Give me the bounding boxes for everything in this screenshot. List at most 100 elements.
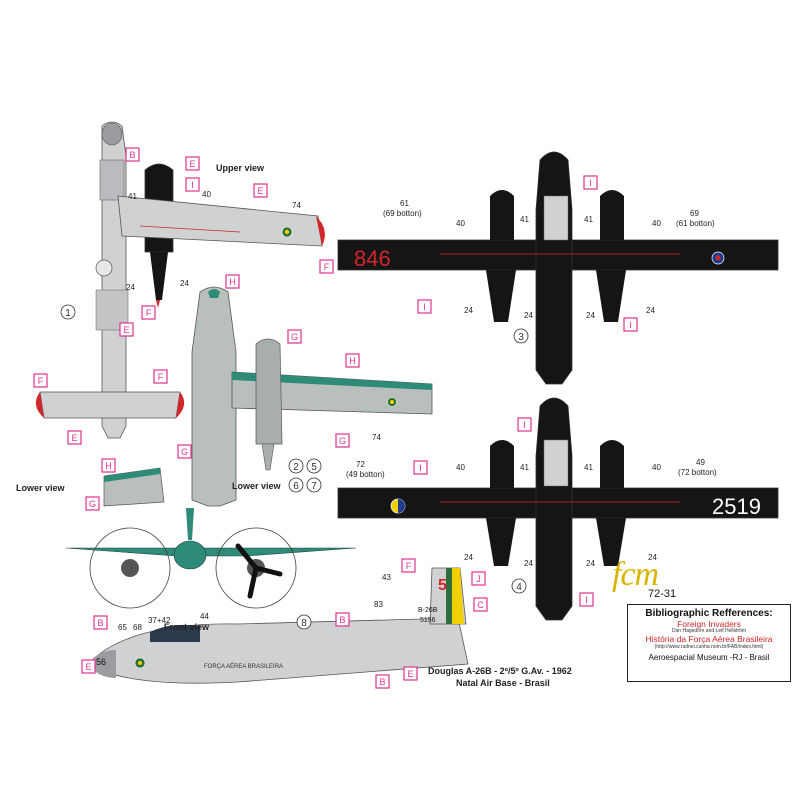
svg-text:B: B xyxy=(129,150,135,160)
svg-text:F: F xyxy=(406,561,412,571)
svg-text:H: H xyxy=(229,277,236,287)
callout-61: 61 xyxy=(400,199,409,208)
bibliography-title: Bibliographic Refferences: xyxy=(645,608,773,619)
tag-h-2: H xyxy=(345,353,360,368)
callout-24-f: 24 xyxy=(646,306,655,315)
view-number-7: 7 xyxy=(306,477,322,493)
svg-text:E: E xyxy=(407,669,413,679)
svg-text:H: H xyxy=(349,356,356,366)
tag-e-1: E xyxy=(185,156,200,171)
tag-e-4: E xyxy=(67,430,82,445)
svg-text:7: 7 xyxy=(311,481,317,492)
bibliography-box: Bibliographic Refferences: Foreign Invad… xyxy=(627,604,791,682)
svg-text:I: I xyxy=(191,180,194,190)
callout-69-sub: (61 botton) xyxy=(676,219,715,228)
upper-view-label: Upper view xyxy=(216,163,265,173)
view-number-8: 8 xyxy=(296,614,312,630)
serial-marking-lower: 2519 xyxy=(712,494,761,519)
svg-text:5: 5 xyxy=(311,462,317,473)
serial-marking-top: 846 xyxy=(354,246,391,271)
callout-24-h: 24 xyxy=(524,559,533,568)
svg-text:I: I xyxy=(419,463,422,473)
svg-text:I: I xyxy=(423,302,426,312)
lower-view-label-1: Lower view xyxy=(16,483,66,493)
view-number-5: 5 xyxy=(306,458,322,474)
callout-61-sub: (69 botton) xyxy=(383,209,422,218)
aircraft-view-4 xyxy=(337,397,779,621)
svg-text:I: I xyxy=(585,595,588,605)
tag-g-1: G xyxy=(287,329,302,344)
aircraft-view-front xyxy=(65,508,357,609)
view-number-6: 6 xyxy=(288,477,304,493)
tag-b-4: B xyxy=(375,674,390,689)
bibliography-ref-1-authors: Dan Hagedorn and Leif Hellström xyxy=(671,628,747,635)
callout-49-sub: (72 botton) xyxy=(678,468,717,477)
nose-number: 56 xyxy=(96,657,106,667)
callout-72: 72 xyxy=(356,460,365,469)
view-number-1: 1 xyxy=(60,304,76,320)
view-number-3: 3 xyxy=(513,328,529,344)
tail-digit: 5 xyxy=(438,577,447,594)
svg-text:E: E xyxy=(85,662,91,672)
svg-text:F: F xyxy=(158,372,164,382)
kit-code: 72-31 xyxy=(648,588,677,600)
tag-b-3: B xyxy=(335,612,350,627)
callout-40-d: 40 xyxy=(456,463,465,472)
tag-e-3: E xyxy=(119,322,134,337)
tag-i-1: I xyxy=(185,177,200,192)
tag-i-3: I xyxy=(417,299,432,314)
svg-text:C: C xyxy=(477,600,484,610)
callout-41-a: 41 xyxy=(128,192,137,201)
callout-24-j: 24 xyxy=(648,553,657,562)
tag-e-2: E xyxy=(253,183,268,198)
front-view-label: Front view xyxy=(164,622,210,632)
callout-24-d: 24 xyxy=(524,311,533,320)
aircraft-view-lower-tail xyxy=(103,467,165,507)
callout-40-c: 40 xyxy=(652,219,661,228)
callout-24-i: 24 xyxy=(586,559,595,568)
svg-text:H: H xyxy=(105,461,112,471)
tag-f-1: F xyxy=(319,259,334,274)
callout-83: 83 xyxy=(374,600,383,609)
svg-text:E: E xyxy=(71,433,77,443)
tag-c-1: C xyxy=(473,597,488,612)
tail-serial: 5156 xyxy=(420,617,436,624)
callout-24-b: 24 xyxy=(180,279,189,288)
tag-i-4: I xyxy=(623,317,638,332)
svg-text:E: E xyxy=(123,325,129,335)
tag-h-3: H xyxy=(101,458,116,473)
callout-49: 49 xyxy=(696,458,705,467)
aircraft-view-1 xyxy=(35,121,325,439)
tag-f-4: F xyxy=(153,369,168,384)
aircraft-view-3 xyxy=(337,151,779,385)
svg-text:8: 8 xyxy=(301,618,307,629)
tag-b-1: B xyxy=(125,147,140,162)
callout-74-a: 74 xyxy=(292,201,301,210)
callout-65: 65 xyxy=(118,623,127,632)
tag-b-2: B xyxy=(93,615,108,630)
fuselage-text: FORÇA AÉREA BRASILEIRA xyxy=(204,663,283,670)
tag-e-5: E xyxy=(81,659,96,674)
caption-line-1: Douglas A-26B - 2º/5º G.Av. - 1962 xyxy=(428,666,572,676)
svg-text:6: 6 xyxy=(293,481,299,492)
callout-74-b: 74 xyxy=(372,433,381,442)
svg-text:4: 4 xyxy=(516,582,522,593)
svg-text:B: B xyxy=(339,615,345,625)
bibliography-ref-1: Foreign Invaders xyxy=(677,618,741,629)
tag-f-5: F xyxy=(401,558,416,573)
view-number-4: 4 xyxy=(511,578,527,594)
svg-text:G: G xyxy=(89,499,96,509)
callout-44: 44 xyxy=(200,612,209,621)
callout-40-b: 40 xyxy=(456,219,465,228)
tag-i-5: I xyxy=(517,417,532,432)
aircraft-view-8 xyxy=(87,567,469,684)
callout-24-e: 24 xyxy=(586,311,595,320)
tag-g-2: G xyxy=(335,433,350,448)
svg-text:F: F xyxy=(324,262,330,272)
svg-text:F: F xyxy=(146,308,152,318)
callout-43: 43 xyxy=(382,573,391,582)
tag-j-1: J xyxy=(471,571,486,586)
callout-69: 69 xyxy=(690,209,699,218)
tag-g-3: G xyxy=(177,444,192,459)
svg-text:3: 3 xyxy=(518,332,524,343)
